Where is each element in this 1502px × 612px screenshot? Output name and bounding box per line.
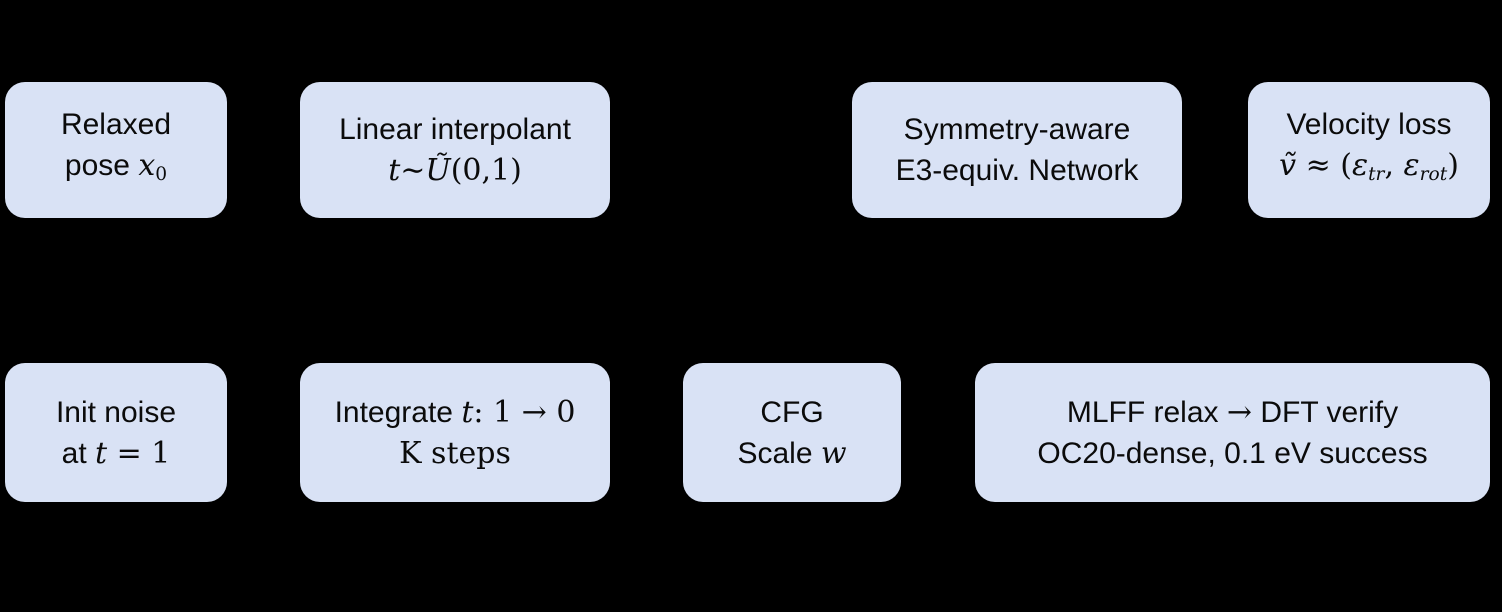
box-init-noise: Init noise at t = 1 [5, 363, 227, 502]
linear-interpolant-line1: Linear interpolant [339, 113, 571, 146]
dft-verify-label: DFT verify [1252, 395, 1399, 429]
epsilon-rot-symbol: ε [1403, 148, 1420, 184]
integrate-line1: Integrate t: 1 → 0 [335, 392, 576, 433]
u-tilde-symbol: Ũ [425, 153, 451, 188]
v-tilde-symbol: ṽ [1279, 148, 1297, 184]
mlff-line1: MLFF relax → DFT verify [1067, 392, 1398, 433]
w-symbol: w [820, 435, 847, 471]
init-noise-line2: at t = 1 [62, 433, 171, 474]
integration-range: : 1 → 0 [473, 394, 576, 430]
x-symbol: x [138, 148, 156, 184]
tilde-operator: ∼ [400, 153, 426, 188]
t-symbol: t [461, 394, 474, 430]
box-relaxed-pose: Relaxed pose x0 [5, 82, 227, 218]
velocity-loss-line2: ṽ ≈ (εtr, εrot) [1279, 145, 1459, 195]
t-symbol: t [95, 435, 108, 471]
velocity-loss-line1: Velocity loss [1286, 108, 1452, 142]
box-mlff-dft: MLFF relax → DFT verify OC20-dense, 0.1 … [975, 363, 1490, 502]
cfg-line2: Scale w [737, 433, 846, 474]
close-paren: ) [1447, 148, 1459, 184]
mlff-line2: OC20-dense, 0.1 eV success [1037, 436, 1428, 470]
symmetry-network-line2: E3-equiv. Network [895, 154, 1139, 187]
box-linear-interpolant: Linear interpolant t∼Ũ(0,1) [300, 82, 610, 218]
at-label: at [61, 436, 95, 470]
relaxed-pose-line1: Relaxed [60, 108, 172, 142]
mlff-relax-label: MLFF relax [1066, 395, 1227, 429]
init-noise-line1: Init noise [55, 395, 177, 429]
box-integrate: Integrate t: 1 → 0 K steps [300, 363, 610, 502]
scale-label: Scale [737, 436, 821, 470]
right-arrow-icon: → [1226, 394, 1253, 430]
x-subscript: 0 [155, 164, 168, 186]
box-velocity-loss: Velocity loss ṽ ≈ (εtr, εrot) [1248, 82, 1490, 218]
equals-one: = 1 [107, 435, 171, 471]
epsilon-tr-symbol: ε [1351, 148, 1369, 184]
box-symmetry-network: Symmetry-aware E3-equiv. Network [852, 82, 1182, 218]
relaxed-pose-line2: pose x0 [65, 145, 167, 195]
t-symbol: t [388, 153, 401, 188]
epsilon-tr-subscript: tr [1368, 164, 1385, 186]
integrate-label: Integrate [334, 395, 462, 429]
symmetry-network-line1: Symmetry-aware [903, 113, 1131, 146]
interval-args: (0,1) [450, 153, 522, 188]
approx-open: ≈ ( [1296, 148, 1352, 184]
box-cfg-scale: CFG Scale w [683, 363, 901, 502]
cfg-line1: CFG [760, 395, 824, 429]
linear-interpolant-line2: t∼Ũ(0,1) [388, 150, 522, 191]
pose-label: pose [64, 149, 139, 183]
epsilon-rot-subscript: rot [1419, 164, 1448, 186]
comma-separator: , [1384, 148, 1404, 184]
integrate-line2: K steps [399, 435, 511, 471]
